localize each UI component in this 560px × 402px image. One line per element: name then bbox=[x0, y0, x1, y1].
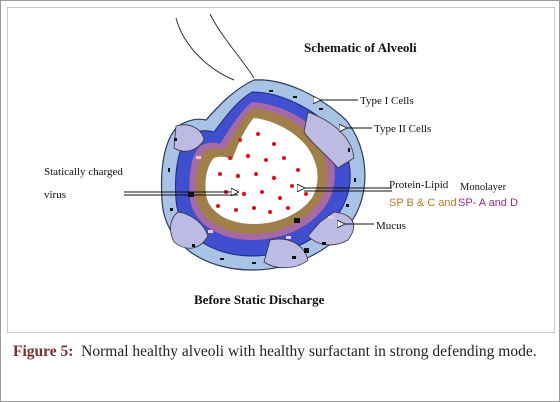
label-sp-bc: SP B & C and bbox=[389, 197, 457, 209]
diagram-title-suffix: of Alveoli bbox=[364, 40, 417, 55]
alveoli-diagram: Schematic of Alveoli Type I Cells Type I… bbox=[44, 13, 518, 307]
type2-cell bbox=[173, 124, 205, 152]
alveolar-lumen bbox=[205, 118, 318, 224]
label-mucus: Mucus bbox=[376, 220, 406, 232]
diagram-title: Schematic bbox=[304, 40, 361, 55]
diagram-subtitle: Before Static Discharge bbox=[194, 292, 325, 307]
caption-text: Normal healthy alveoli with healthy surf… bbox=[81, 343, 537, 360]
type2-cell bbox=[170, 211, 209, 249]
type2-cell bbox=[263, 238, 309, 269]
diagram-area: Schematic of Alveoli Type I Cells Type I… bbox=[7, 7, 555, 333]
svg-text:Schematic of Alveoli: Schematic of Alveoli bbox=[304, 40, 417, 55]
mucus-marks bbox=[196, 156, 334, 239]
airway-outline bbox=[175, 13, 255, 81]
caption-label: Figure 5: bbox=[13, 343, 74, 360]
label-virus-line1: Statically charged bbox=[44, 166, 123, 178]
label-type1-cells: Type I Cells bbox=[360, 95, 414, 107]
label-monolayer: Monolayer bbox=[460, 182, 507, 193]
label-virus-line2: virus bbox=[44, 189, 66, 201]
figure-caption: Figure 5: Normal healthy alveoli with he… bbox=[13, 341, 547, 362]
type2-cell bbox=[303, 111, 355, 169]
label-sp-ad: SP- A and D bbox=[458, 197, 518, 209]
label-arrows bbox=[124, 100, 392, 224]
label-protein-lipid: Protein-Lipid bbox=[389, 179, 449, 191]
label-type2-cells: Type II Cells bbox=[374, 123, 431, 135]
